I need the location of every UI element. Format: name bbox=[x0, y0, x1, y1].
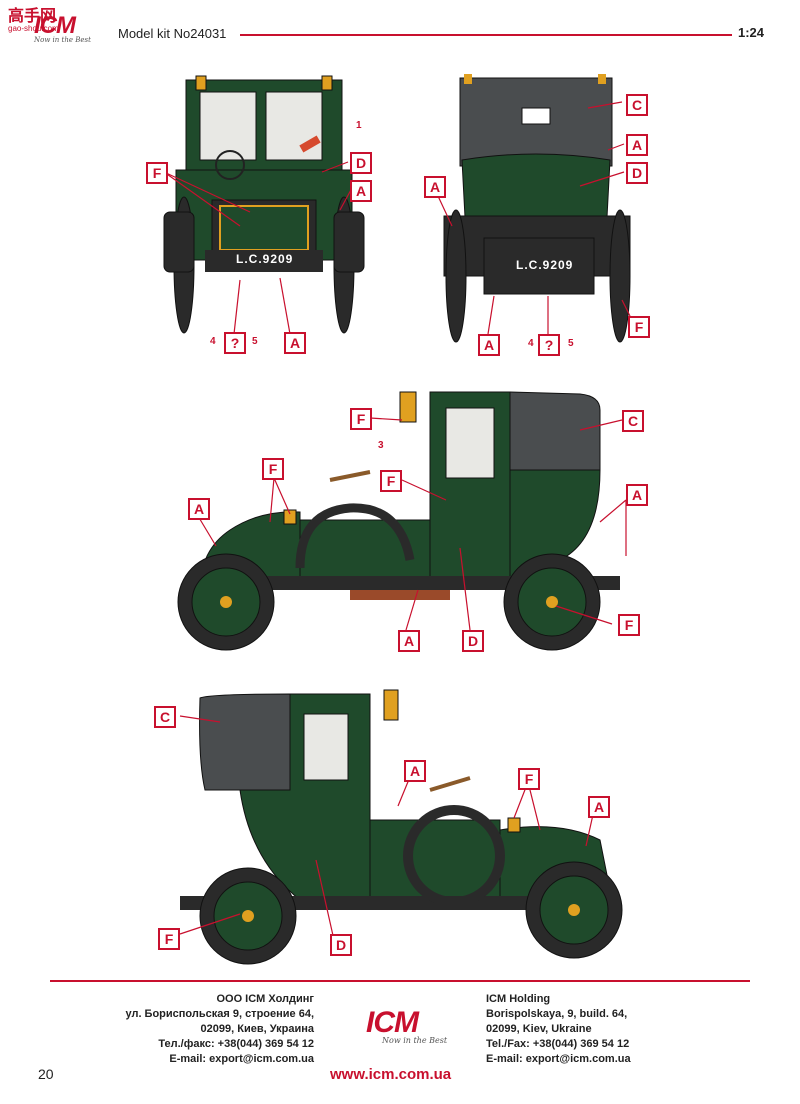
page-number: 20 bbox=[38, 1066, 54, 1082]
callout-right-f-lamp: F bbox=[350, 408, 372, 430]
model-kit-title: Model kit No24031 bbox=[118, 26, 227, 41]
right-side-view bbox=[177, 391, 620, 651]
ru-address-line-5: E-mail: export@icm.com.ua bbox=[169, 1053, 314, 1065]
callout-rear-f: F bbox=[628, 316, 650, 338]
ru-address: ООО ICM Холдинг ул. Бориспольская 9, стр… bbox=[125, 992, 314, 1067]
callout-right-f-body: F bbox=[380, 470, 402, 492]
watermark: 高手网 gao-shou.com bbox=[8, 2, 59, 33]
callout-left-a-fender: A bbox=[588, 796, 610, 818]
callout-left-d: D bbox=[330, 934, 352, 956]
ru-address-line-1: ООО ICM Холдинг bbox=[216, 993, 314, 1005]
callout-right-d: D bbox=[462, 630, 484, 652]
footer-logo-text: ICM bbox=[366, 1006, 419, 1039]
num-rear-5: 5 bbox=[568, 338, 574, 349]
en-address: ICM Holding Borispolskaya, 9, build. 64,… bbox=[486, 992, 631, 1067]
callout-front-a-bottom: A bbox=[284, 332, 306, 354]
callout-rear-question: ? bbox=[538, 334, 560, 356]
callout-rear-a-bottom: A bbox=[478, 334, 500, 356]
callout-left-c: C bbox=[154, 706, 176, 728]
callout-right-a-fender: A bbox=[188, 498, 210, 520]
en-address-line-5: E-mail: export@icm.com.ua bbox=[486, 1053, 631, 1065]
leader-lines bbox=[163, 101, 631, 941]
front-view bbox=[163, 75, 365, 334]
num-front-5: 5 bbox=[252, 336, 258, 347]
en-address-line-3: 02099, Kiev, Ukraine bbox=[486, 1023, 592, 1035]
callout-rear-a-top: A bbox=[626, 134, 648, 156]
callout-left-a-seat: A bbox=[404, 760, 426, 782]
rear-plate: L.C.9209 bbox=[516, 258, 574, 272]
callout-rear-d: D bbox=[626, 162, 648, 184]
callout-right-f-hood: F bbox=[262, 458, 284, 480]
watermark-url: gao-shou.com bbox=[8, 24, 59, 33]
callout-right-a-rear: A bbox=[626, 484, 648, 506]
callout-rear-a-left: A bbox=[424, 176, 446, 198]
en-address-line-4: Tel./Fax: +38(044) 369 54 12 bbox=[486, 1038, 630, 1050]
en-address-line-2: Borispolskaya, 9, build. 64, bbox=[486, 1008, 628, 1020]
callout-rear-c: C bbox=[626, 94, 648, 116]
ru-address-line-2: ул. Бориспольская 9, строение 64, bbox=[125, 1008, 314, 1020]
website-link[interactable]: www.icm.com.ua bbox=[330, 1066, 452, 1083]
footer-logo: ICM Now in the Best bbox=[366, 1006, 447, 1045]
num-rear-4: 4 bbox=[528, 338, 534, 349]
header-logo-text: ICM bbox=[34, 12, 76, 39]
callout-front-a-right: A bbox=[350, 180, 372, 202]
callout-right-a-sill: A bbox=[398, 630, 420, 652]
num-front-1: 1 bbox=[356, 120, 362, 131]
front-plate: L.C.9209 bbox=[236, 252, 294, 266]
callout-front-d: D bbox=[350, 152, 372, 174]
watermark-text: 高手网 bbox=[8, 8, 57, 25]
rear-view bbox=[443, 74, 631, 343]
callout-front-question: ? bbox=[224, 332, 246, 354]
callout-front-f: F bbox=[146, 162, 168, 184]
callout-left-f-hood: F bbox=[518, 768, 540, 790]
callout-left-f-wheel: F bbox=[158, 928, 180, 950]
footer-logo-tagline: Now in the Best bbox=[382, 1036, 448, 1045]
num-front-4: 4 bbox=[210, 336, 216, 347]
num-right-3: 3 bbox=[378, 440, 384, 451]
ru-address-line-4: Тел./факс: +38(044) 369 54 12 bbox=[158, 1038, 314, 1050]
header-rule bbox=[240, 34, 732, 36]
scale-label: 1:24 bbox=[738, 25, 765, 40]
left-side-view bbox=[180, 689, 623, 965]
header-logo: ICM Now in the Best bbox=[34, 12, 91, 44]
footer-rule bbox=[50, 980, 750, 982]
callout-right-c: C bbox=[622, 410, 644, 432]
header-logo-tagline: Now in the Best bbox=[34, 36, 91, 44]
callout-right-f-wheel: F bbox=[618, 614, 640, 636]
ru-address-line-3: 02099, Киев, Украина bbox=[200, 1023, 314, 1035]
en-address-line-1: ICM Holding bbox=[486, 993, 551, 1005]
